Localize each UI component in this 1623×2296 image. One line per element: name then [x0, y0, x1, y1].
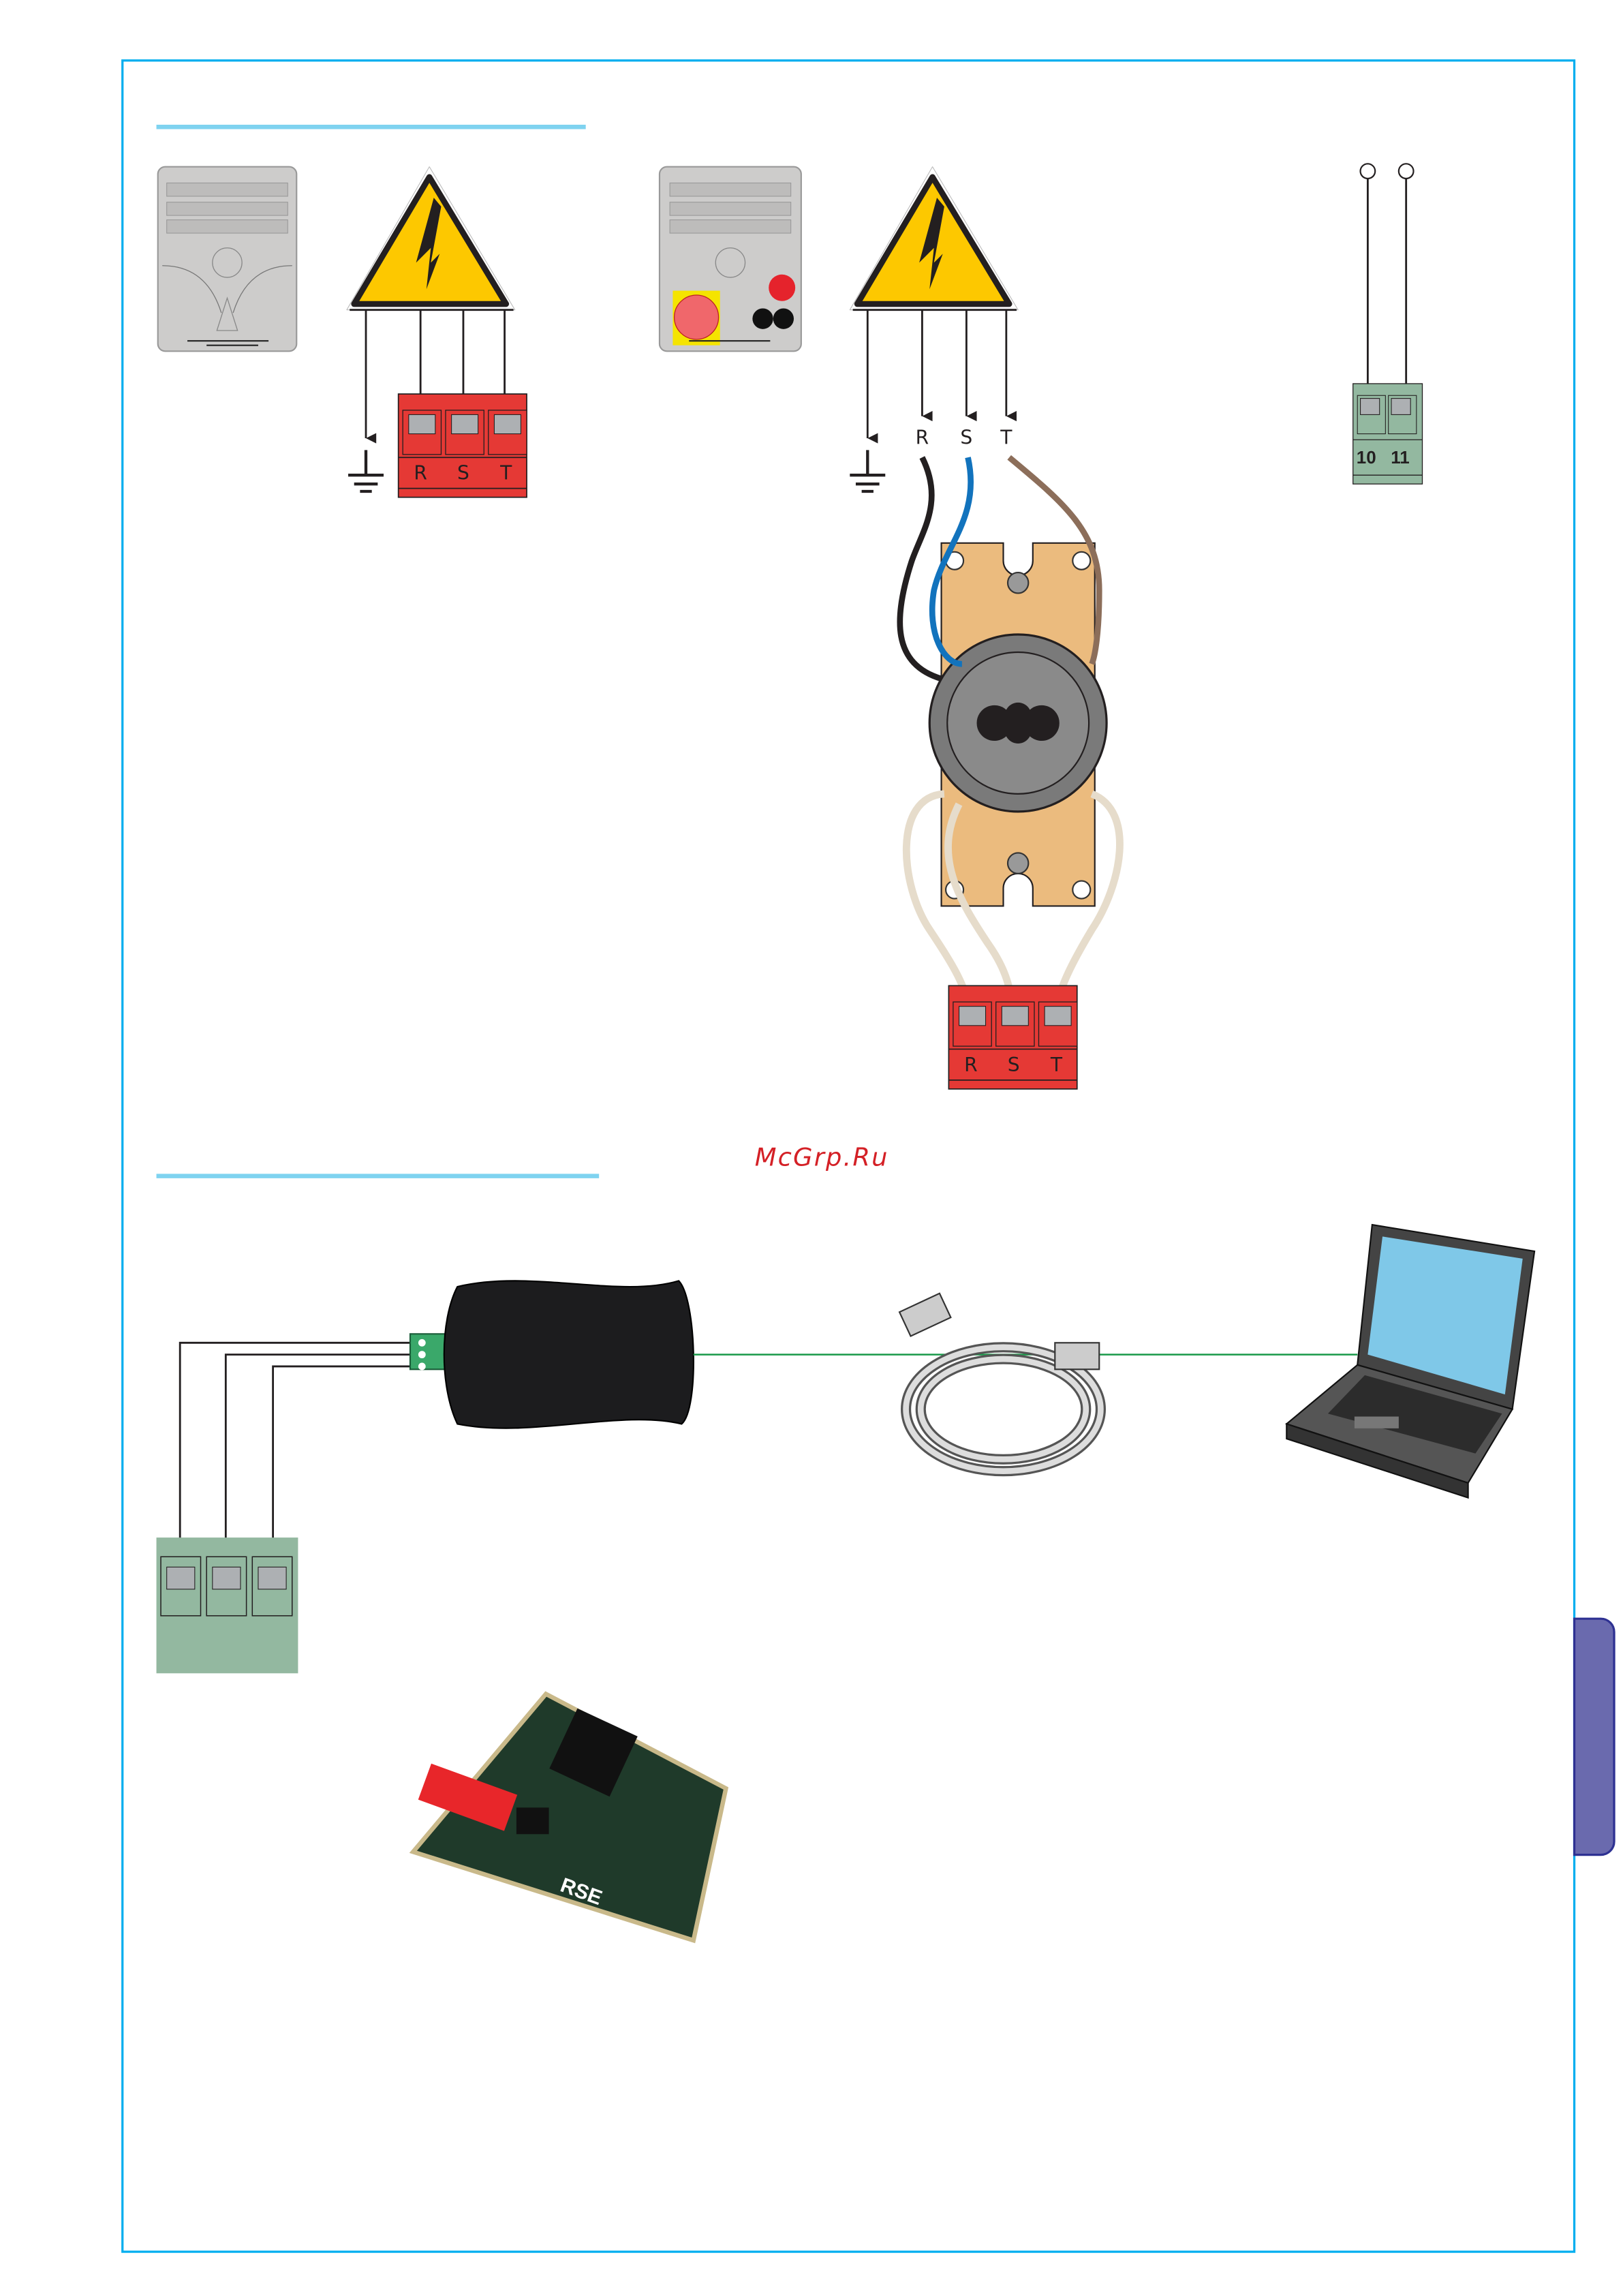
serial-cable	[898, 1292, 1107, 1477]
electric-hazard-icon	[346, 166, 516, 311]
terminal-label-11: 11	[1391, 447, 1409, 468]
terminal-label-s: S	[457, 462, 469, 485]
laptop-icon	[1285, 1223, 1536, 1499]
electric-hazard-icon	[849, 166, 1019, 311]
control-cabinet-single	[157, 166, 298, 352]
side-tab	[1573, 1617, 1616, 1856]
terminal-label-t: T	[499, 462, 512, 485]
terminal-label-r: R	[964, 1054, 978, 1076]
wire-label-s: S	[960, 427, 972, 449]
terminal-label-t: T	[1050, 1054, 1063, 1076]
interface-wires	[179, 1341, 414, 1572]
watermark: McGrp.Ru	[755, 1142, 889, 1172]
supply-wires	[897, 455, 1102, 682]
contact-terminal-10-11: 10 11	[1352, 163, 1423, 485]
terminal-block-rst-1: R S T	[397, 393, 527, 498]
terminal-block-interface	[156, 1537, 298, 1674]
page-frame	[121, 59, 1576, 2253]
wire-label-r: R	[916, 427, 929, 449]
terminal-block-rst-2: R S T	[948, 985, 1078, 1090]
wires-three-phase	[852, 309, 1017, 444]
disconnect-switch	[928, 542, 1108, 907]
terminal-label-r: R	[414, 462, 427, 485]
rse-board-photo: RSE	[409, 1691, 729, 1944]
interface-module	[409, 1280, 694, 1429]
ground-icon	[850, 450, 886, 493]
wire-label-t: T	[1000, 427, 1013, 449]
terminal-label-s: S	[1008, 1054, 1020, 1076]
terminal-label-10: 10	[1357, 447, 1376, 468]
ground-icon	[348, 450, 384, 493]
control-cabinet-three-phase	[658, 166, 802, 352]
